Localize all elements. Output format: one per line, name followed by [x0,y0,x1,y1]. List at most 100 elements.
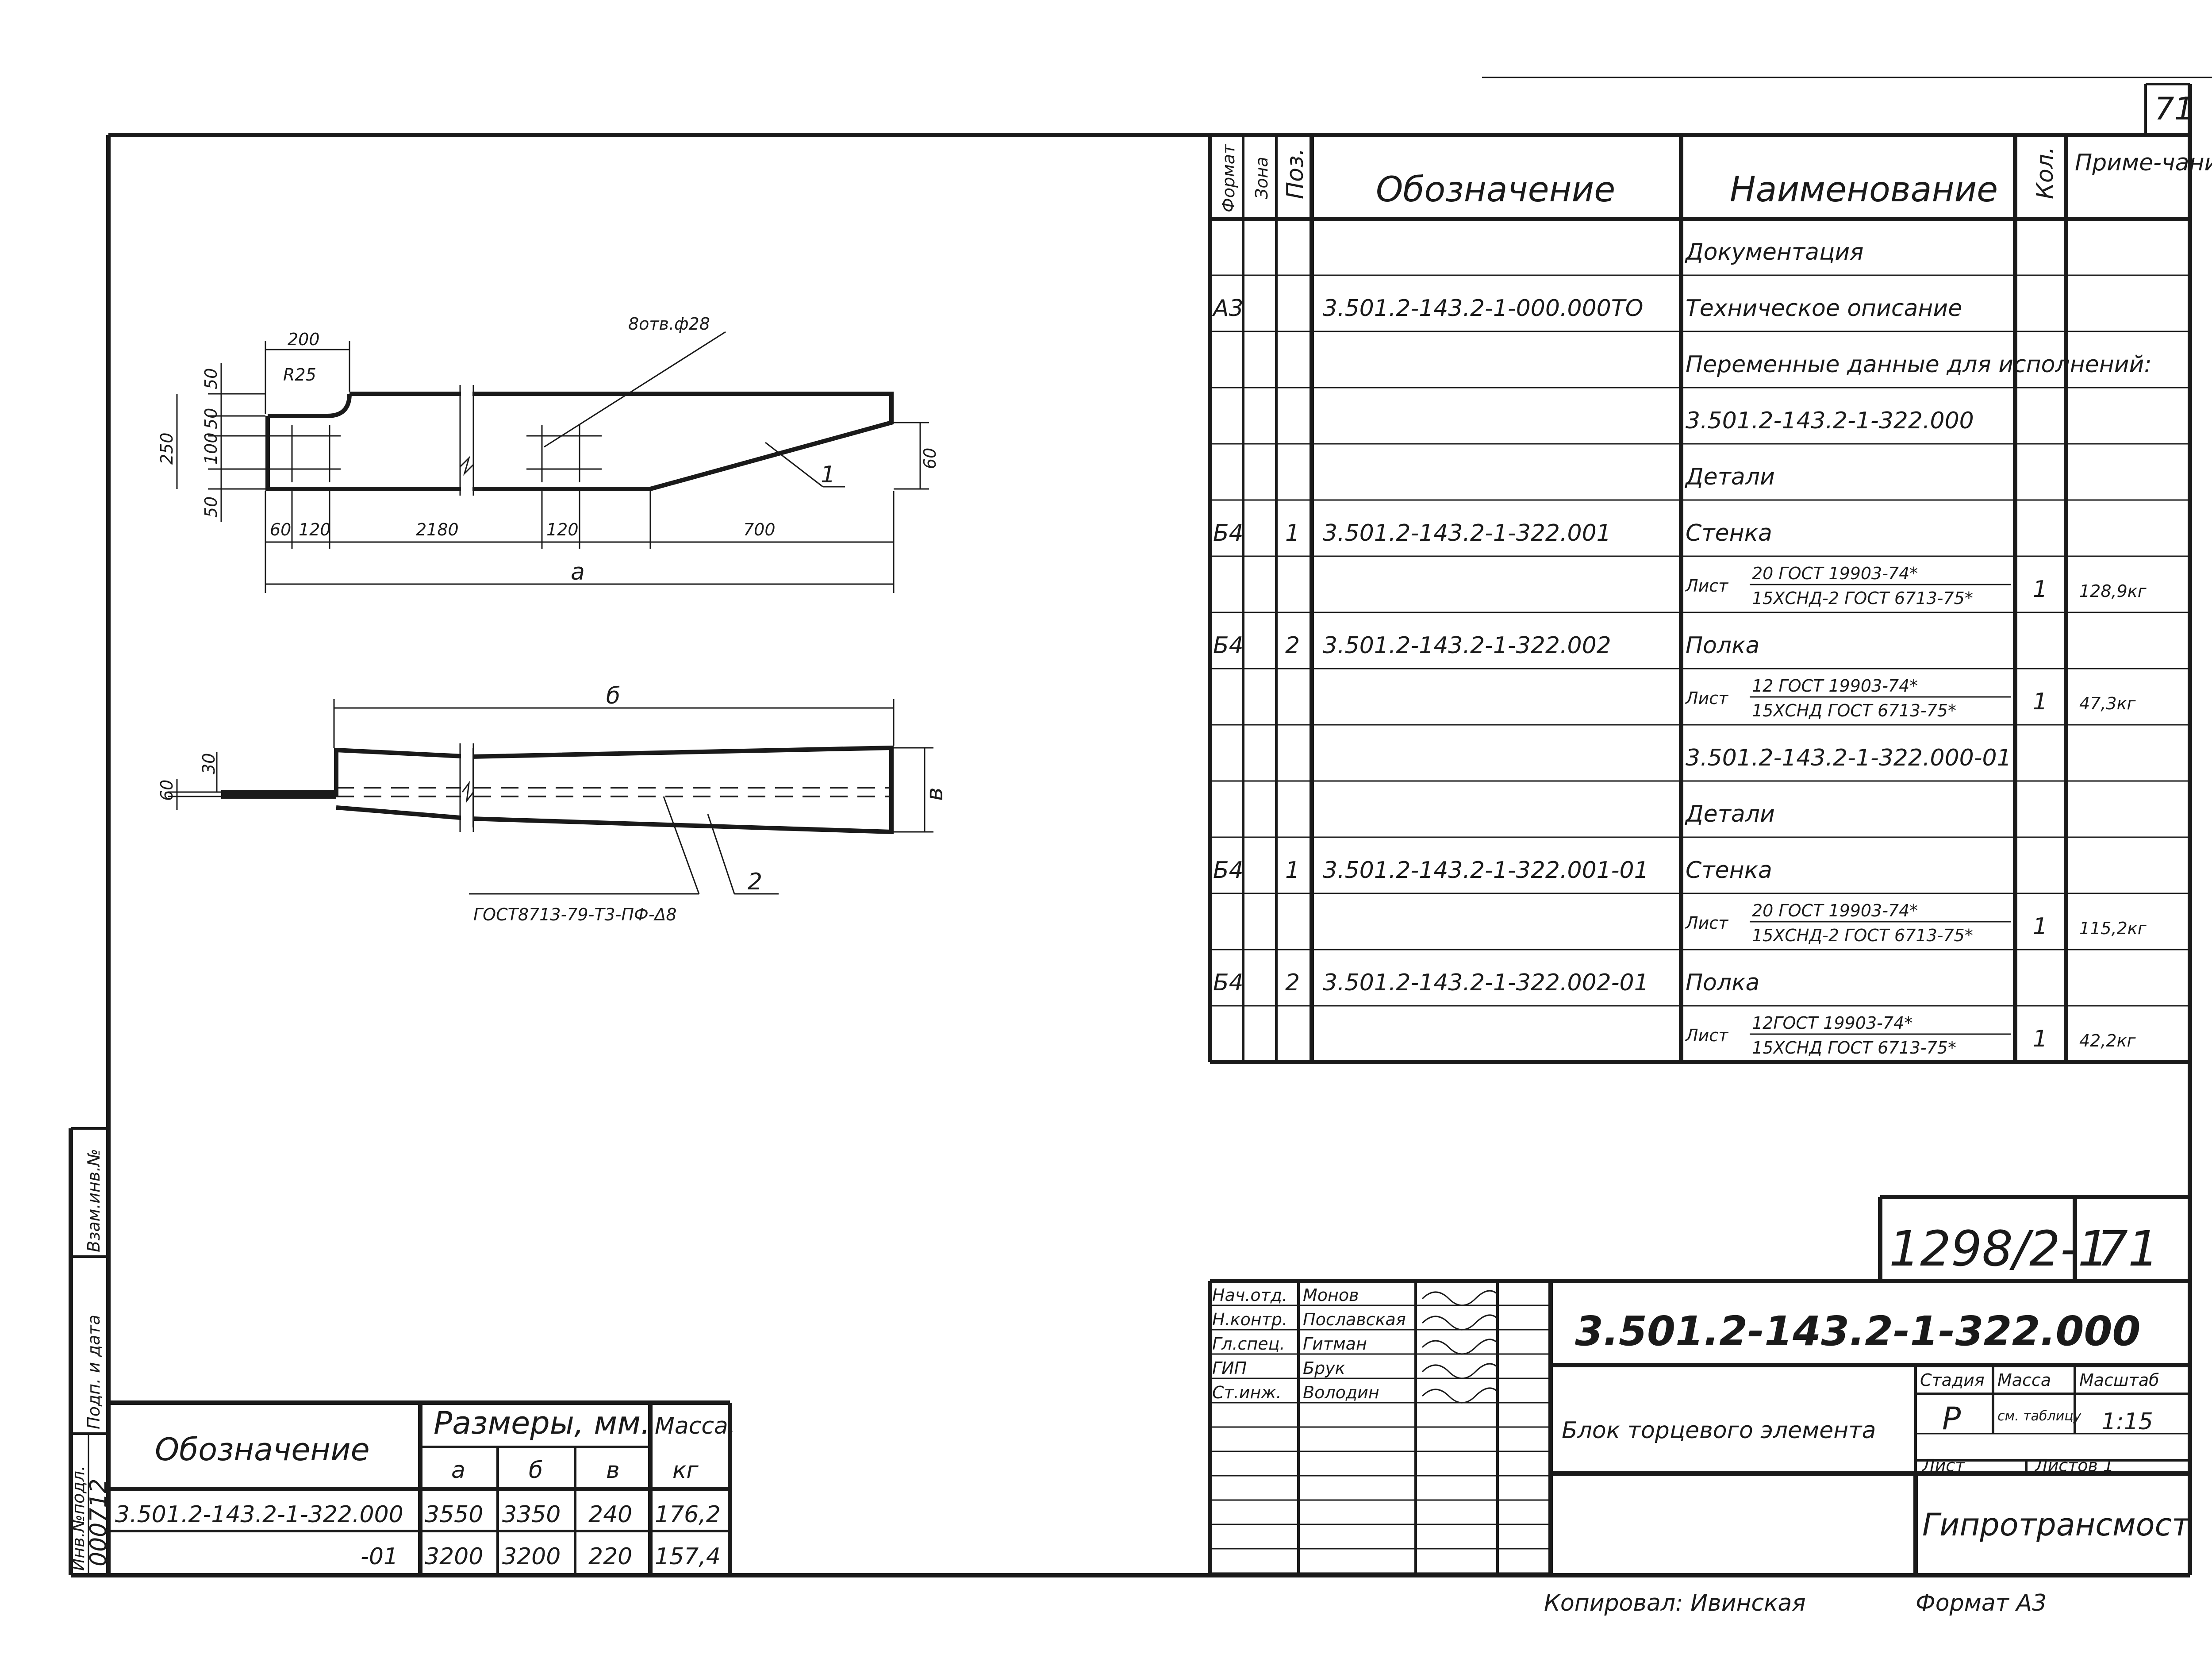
spec-table-grid [1208,135,2190,1064]
spec-row: 3.501.2-143.2-1-322.000 [1686,408,1974,434]
dimtable-header-mass: Масса, [655,1413,735,1439]
dim-c: в [922,787,948,801]
spec-name: Документация [1685,239,1863,265]
dim-row-c: 240 [588,1501,632,1528]
spec-row: Переменные данные для исполнений: [1686,351,2152,378]
dim-2180: 2180 [416,520,459,539]
title-block-roles: Нач.отд.МоновН.контр.ПославскаяГл.спец.Г… [1212,1285,1498,1404]
title-block-grid [1208,1195,2190,1575]
dim-120-b: 120 [546,520,579,539]
spec-row: 3.501.2-143.2-1-322.000-01 [1686,745,2012,771]
signature-mark [1421,1314,1498,1331]
spec-note: 128,9кг [2079,581,2147,601]
dimtable-col-b: б [529,1457,543,1484]
spec-note: 42,2кг [2079,1031,2136,1050]
dimtable-col-c: в [606,1457,620,1484]
dim-250: 250 [157,432,177,465]
mass-label: Масса [1997,1370,2051,1390]
signature-mark [1421,1290,1498,1306]
dim-row-designation: 3.501.2-143.2-1-322.000 [115,1501,403,1528]
spec-material-steel: 15ХСНД-2 ГОСТ 6713-75* [1752,589,1973,608]
album-number: 1298/2-1 [1889,1220,2109,1277]
drawing-designation: 3.501.2-143.2-1-322.000 [1575,1308,2141,1355]
scale-label: Масштаб [2079,1370,2159,1390]
role-person: Володин [1303,1383,1379,1402]
dim-row-mass: 157,4 [655,1543,721,1570]
spec-format: Б4 [1213,520,1244,546]
role-person: Пославская [1303,1310,1406,1329]
spec-pos: 1 [1285,857,1300,884]
signature-mark [1421,1387,1498,1404]
dim-a: а [571,559,585,585]
spec-qty: 1 [2033,913,2047,940]
dim-30: 30 [199,753,219,774]
dim-row-b: 3350 [502,1501,561,1528]
dimtable-header-designation: Обозначение [155,1431,370,1468]
scale-value: 1:15 [2101,1408,2153,1435]
paper-format: Формат А3 [1916,1590,2047,1616]
header-format: Формат [1219,143,1238,212]
spec-designation: 3.501.2-143.2-1-322.002-01 [1323,970,1649,996]
spec-format: Б4 [1213,970,1244,996]
weld-spec: ГОСТ8713-79-Т3-ПФ-Δ8 [473,905,677,924]
header-note: Приме-чание [2075,150,2212,176]
spec-name: Детали [1685,464,1775,490]
role-title: Ст.инж. [1212,1383,1282,1402]
spec-name: 3.501.2-143.2-1-322.000-01 [1686,745,2012,771]
dim-60: 60 [270,520,291,539]
margin-inv-number: 000712 [85,1478,112,1566]
stage-label: Стадия [1920,1370,1985,1390]
sheet-number: 71 [2154,91,2194,127]
role-person: Брук [1303,1358,1345,1378]
spec-material-prefix: Лист [1685,576,1729,596]
spec-note: 115,2кг [2079,919,2147,938]
header-pos: Поз. [1282,148,1309,199]
margin-inv: Инв.№подл. [69,1466,88,1571]
spec-material-prefix: Лист [1685,1026,1729,1045]
dim-50-c: 50 [201,496,221,518]
margin-vzam: Взам.инв.№ [84,1149,104,1252]
dimtable-header-mass-unit: кг [672,1457,699,1484]
header-name: Наименование [1730,170,1998,210]
spec-qty: 1 [2033,1026,2047,1052]
spec-qty: 1 [2033,689,2047,715]
callout-1: 1 [821,462,835,488]
role-title: Нач.отд. [1212,1285,1287,1305]
dim-200: 200 [288,330,320,349]
spec-material-prefix: Лист [1685,689,1729,708]
spec-material-steel: 15ХСНД-2 ГОСТ 6713-75* [1752,926,1973,945]
sheet-frame [71,77,2212,1577]
dim-row-a: 3550 [425,1501,483,1528]
drawing-title: Блок торцевого элемента [1562,1417,1876,1444]
role-person: Гитман [1303,1334,1367,1354]
title-block-role-lines [1210,1304,1551,1574]
margin-sign-date: Подп. и дата [84,1315,104,1429]
spec-name: Полка [1686,970,1759,996]
copied-by: Копировал: Ивинская [1544,1590,1806,1616]
dimtable-header-sizes: Размеры, мм. [434,1405,650,1441]
sheet-label: Лист [1921,1456,1966,1475]
spec-designation: 3.501.2-143.2-1-000.000ТО [1323,295,1643,322]
spec-material-grade: 12ГОСТ 19903-74* [1752,1013,1912,1033]
dimtable-col-a: а [451,1457,465,1484]
spec-format: А3 [1212,295,1244,322]
spec-qty: 1 [2033,576,2047,603]
spec-name: Полка [1686,632,1759,659]
spec-name: Переменные данные для исполнений: [1686,351,2152,378]
dim-row-a: 3200 [425,1543,483,1570]
spec-material-steel: 15ХСНД ГОСТ 6713-75* [1752,701,1956,720]
spec-designation: 3.501.2-143.2-1-322.001 [1323,520,1611,546]
role-title: Н.контр. [1212,1310,1287,1329]
spec-row: Детали [1685,801,1775,827]
role-title: Гл.спец. [1212,1334,1285,1354]
signature-mark [1421,1363,1498,1379]
org-name: Гипротрансмост [1922,1507,2191,1543]
